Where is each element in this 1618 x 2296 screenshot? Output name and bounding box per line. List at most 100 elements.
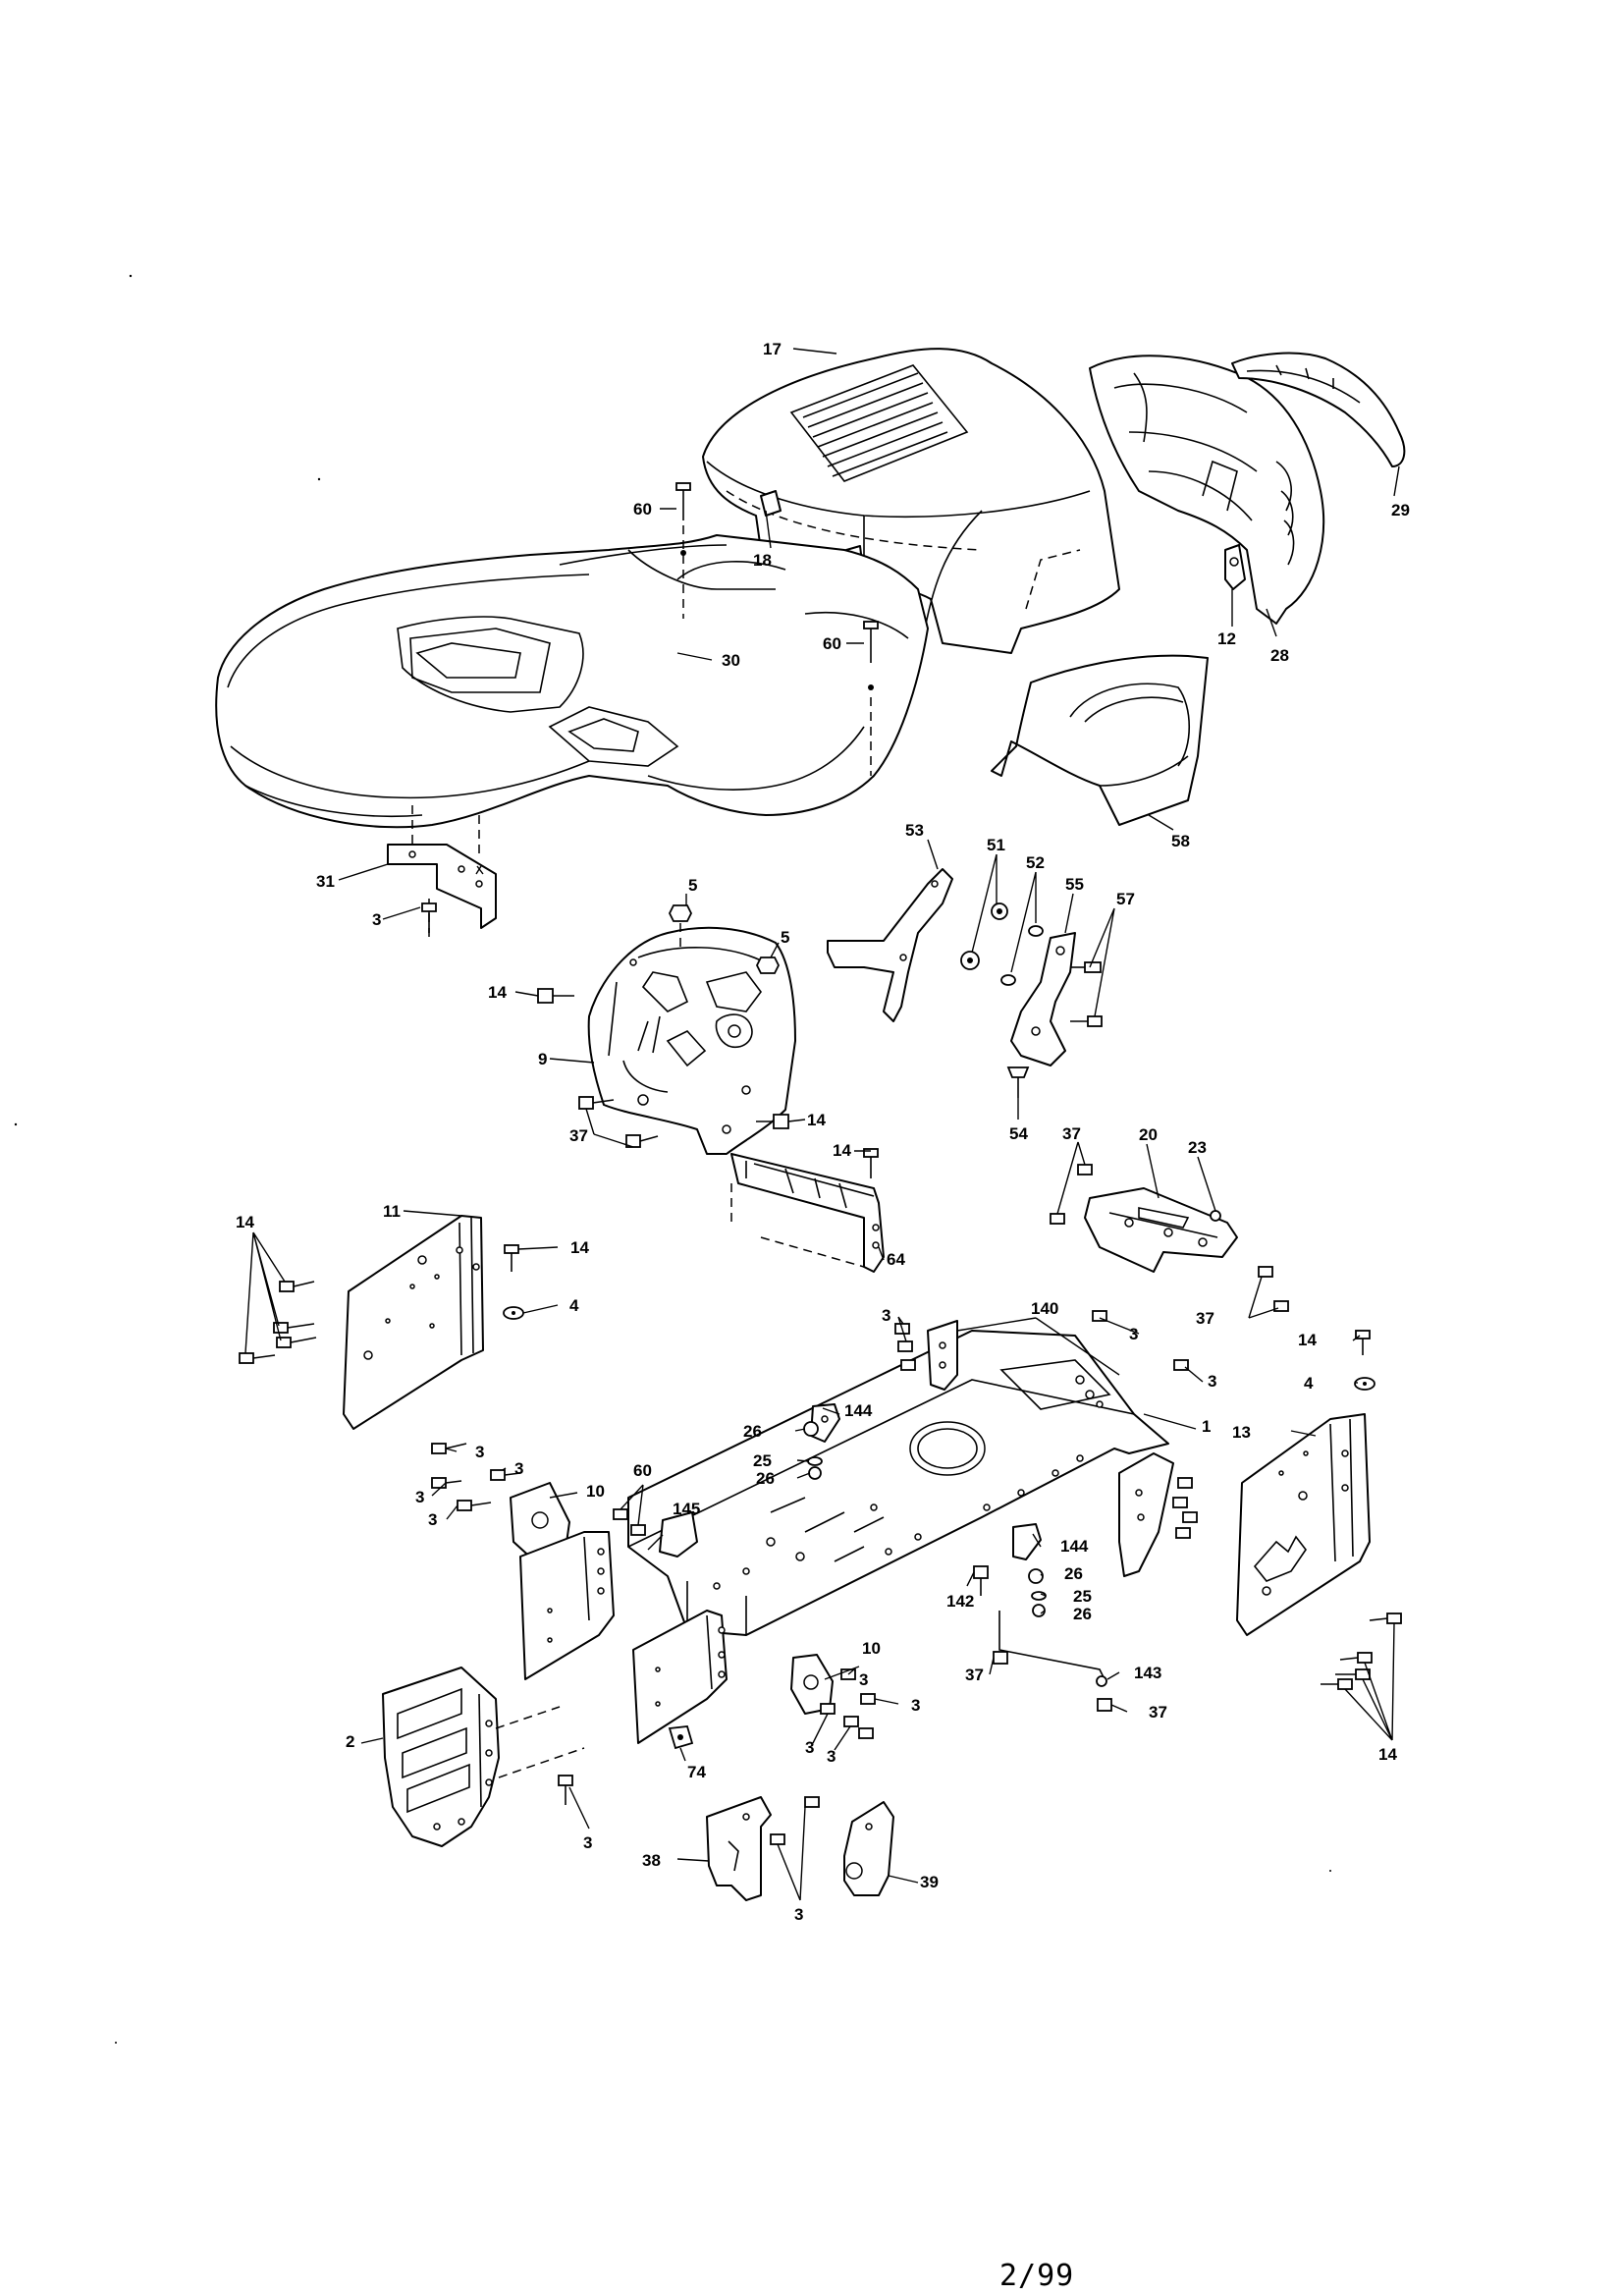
callout-26-upper-a: 26 [743,1422,762,1441]
bolt-37-dash-b [625,1134,659,1148]
nut-5-a [668,904,693,948]
callout-23: 23 [1188,1138,1207,1157]
callout-5-b: 5 [781,928,789,947]
callout-37-plate: 37 [1062,1124,1081,1143]
callout-144-upper: 144 [844,1401,873,1420]
side-panel-left-part [343,1215,484,1430]
callout-37-plate-lower: 37 [1196,1309,1214,1328]
callout-3-bumper: 3 [583,1833,592,1852]
latch-part [1224,544,1246,590]
bolts-14-left-stack [239,1281,317,1364]
bolt-14-dash-left [537,988,574,1004]
callout-4-right: 4 [1304,1374,1314,1393]
callout-3-center-b: 3 [911,1696,920,1715]
callout-142-left: 10 [586,1482,605,1501]
callout-18: 18 [753,551,772,570]
callout-52: 52 [1026,853,1045,872]
callout-3-left-c: 3 [415,1488,424,1506]
nut-51-b [960,951,980,970]
bracket-142-right-part [790,1654,834,1715]
callout-29: 29 [1391,501,1410,519]
callout-3-top-140: 3 [882,1306,890,1325]
callout-14-bracket64: 14 [833,1141,851,1160]
bolt-57-b [1070,1015,1103,1027]
bracket-64-part [730,1153,885,1273]
callout-3-left-b: 3 [514,1459,523,1478]
bolt-14-dash-right [756,1114,789,1129]
bracket-38-part [706,1796,772,1901]
callout-28: 28 [1270,646,1289,665]
callout-64: 64 [887,1250,905,1269]
callout-144-lower: 144 [1060,1537,1089,1556]
callout-55: 55 [1065,875,1084,894]
bracket-53-part [827,868,953,1022]
callout-4-left: 4 [569,1296,579,1315]
callout-51: 51 [987,836,1005,854]
bolt-37-plate-d [1273,1300,1289,1312]
callout-3-center-a: 3 [859,1670,868,1689]
bolt-37-plate-a [1077,1164,1093,1175]
callout-60-frame: 60 [633,1461,652,1480]
bolts-14-right-stack [1321,1613,1402,1690]
callout-57: 57 [1116,890,1135,908]
callout-5-a: 5 [688,876,697,895]
callout-2: 2 [346,1732,354,1751]
leader-lines [244,348,1400,1901]
bolt-37-rod-lower [1097,1698,1112,1712]
scan-specks [14,274,1331,2044]
callout-14-left-stack: 14 [236,1213,254,1231]
bracket-55-part [1010,932,1076,1066]
grille-insert-part [1231,352,1406,467]
bolt-37-left-lower [993,1651,1008,1665]
callout-1: 1 [1202,1417,1211,1436]
plate-20-part [1084,1187,1238,1273]
callout-3-bracket31: 3 [372,910,381,929]
callout-17: 17 [763,340,782,358]
callout-12: 12 [1217,629,1236,648]
bolt-60-lower [863,621,879,776]
callout-26-lower-a: 26 [1064,1564,1083,1583]
callout-labels: 17 60 18 30 29 12 28 60 58 53 51 52 55 5… [236,340,1410,1924]
clip-144-lower [1012,1523,1042,1560]
nut-23 [1210,1210,1221,1222]
front-mount-plate-center [632,1610,728,1744]
bolt-14-right-single [1355,1330,1371,1355]
callout-25-upper: 25 [753,1451,772,1470]
shroud-part [991,654,1209,826]
nut-26-upper-a [803,1421,819,1437]
callout-60-lower: 60 [823,634,841,653]
bolt-60-upper [675,482,691,619]
bolt-14-bracket64 [863,1148,879,1178]
callout-3-top-right: 3 [1129,1325,1138,1343]
fender-part [215,534,929,829]
grille-part [1089,355,1324,625]
callout-74: 74 [687,1763,706,1781]
callout-58: 58 [1171,832,1190,850]
bolt-37-dash-a [578,1096,615,1110]
callout-60-upper: 60 [633,500,652,519]
callout-145: 143 [1134,1664,1161,1682]
callout-37-rod: 37 [1149,1703,1167,1722]
callout-11: 11 [383,1202,401,1221]
callout-3-center-d: 3 [827,1747,836,1766]
rod-145 [998,1611,1107,1687]
bracket-39-part [843,1801,894,1896]
washer-4-left [503,1306,524,1320]
bracket-31-part [387,805,497,943]
nut-26-lower-a [1028,1568,1044,1584]
nut-26-lower-b [1032,1604,1046,1617]
screw-3-bumper [558,1775,573,1805]
callout-14-left-single: 14 [570,1238,589,1257]
callout-13: 13 [1232,1423,1251,1442]
callout-14-right-single: 14 [1298,1331,1317,1349]
callout-37-left-lower: 37 [965,1666,984,1684]
callout-143: 145 [673,1500,700,1518]
callout-54: 54 [1009,1124,1028,1143]
nut-74 [668,1725,694,1750]
callout-9: 9 [538,1050,547,1068]
bolt-10 [973,1565,989,1596]
callout-14-dash: 14 [488,983,507,1002]
bolt-54 [1006,1066,1030,1098]
bracket-143-part [659,1511,698,1558]
